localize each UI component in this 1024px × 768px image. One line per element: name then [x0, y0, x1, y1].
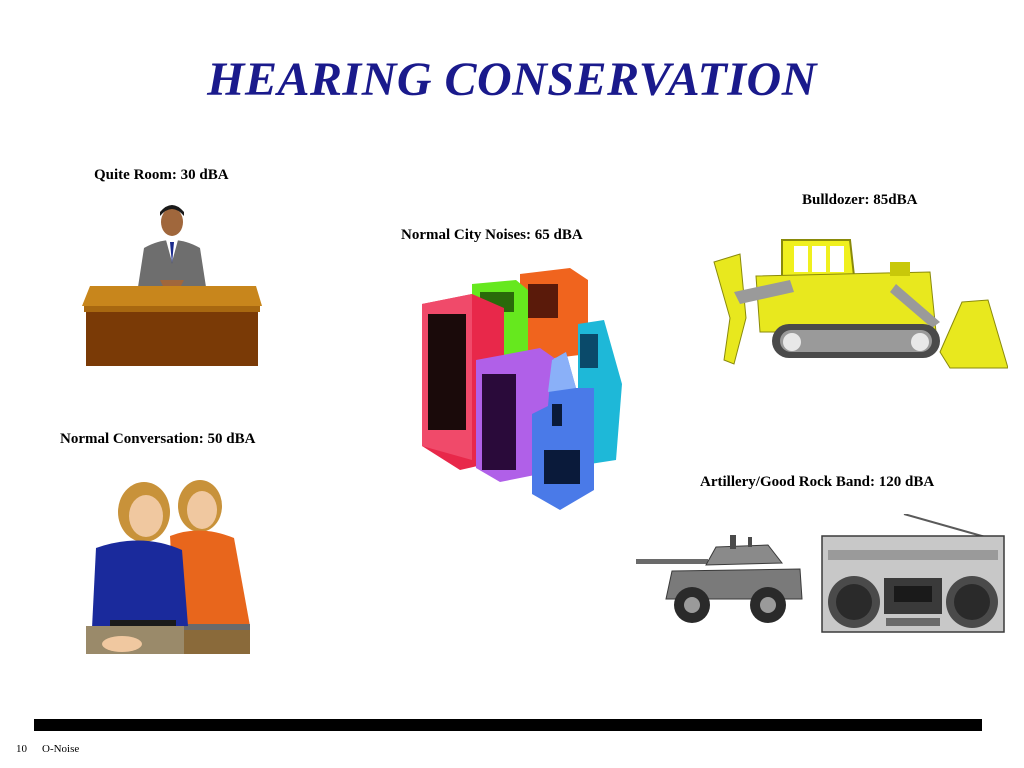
two-women-talking-icon — [86, 480, 250, 654]
footer-label: O-Noise — [42, 743, 80, 755]
tank-icon — [636, 535, 803, 623]
artillery-label: Artillery/Good Rock Band: 120 dBA — [700, 474, 935, 490]
quiet-room-label: Quite Room: 30 dBA — [94, 167, 229, 183]
page-number: 10 — [16, 743, 27, 755]
boombox-icon — [821, 514, 1005, 633]
conversation-label: Normal Conversation: 50 dBA — [60, 431, 256, 447]
bulldozer-icon — [713, 239, 1008, 369]
footer-bar — [34, 719, 982, 731]
city-buildings-icon — [422, 268, 622, 510]
city-noises-label: Normal City Noises: 65 dBA — [401, 227, 583, 243]
bulldozer-label: Bulldozer: 85dBA — [802, 192, 918, 208]
slide-title: HEARING CONSERVATION — [207, 53, 817, 106]
man-at-desk-icon — [82, 205, 262, 366]
